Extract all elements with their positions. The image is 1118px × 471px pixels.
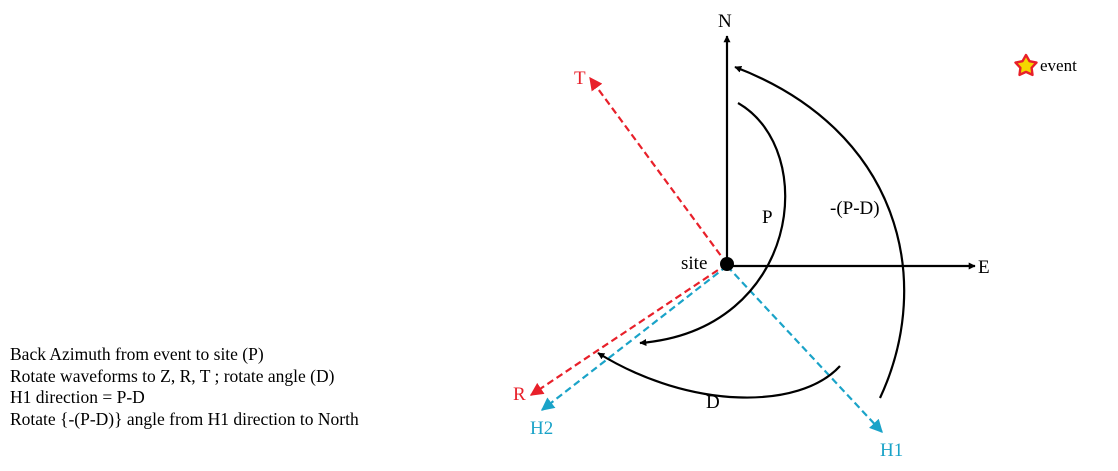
site-label: site [681,253,707,274]
east-label: E [978,257,990,278]
r-label: R [513,384,526,405]
h2-label: H2 [530,418,553,439]
t-axis-line [589,76,728,265]
caption-line-3: H1 direction = P-D [10,387,145,407]
angle-p-arc [639,102,787,346]
north-label: N [718,11,732,32]
star-icon [1014,53,1038,77]
caption-line-4: Rotate {-(P-D)} angle from H1 direction … [10,408,359,429]
event-legend: event [1014,53,1077,77]
caption-line-2: Rotate waveforms to Z, R, T ; rotate ang… [10,365,335,386]
angle-p-label: P [762,207,773,228]
site-marker [720,257,734,271]
h1-axis-line [726,265,883,433]
h1-label: H1 [880,440,903,461]
event-legend-label: event [1040,56,1077,75]
angle-neg-pd-arc [734,65,906,399]
angle-d-label: D [706,392,720,413]
caption-block: Back Azimuth from event to site (P) Rota… [10,344,359,430]
r-axis-line [529,263,728,396]
angle-neg-pd-label: -(P-D) [830,198,880,219]
h2-axis-line [540,265,728,411]
angle-d-arc [597,352,841,399]
caption-line-1: Back Azimuth from event to site (P) [10,344,264,364]
t-label: T [574,68,586,89]
